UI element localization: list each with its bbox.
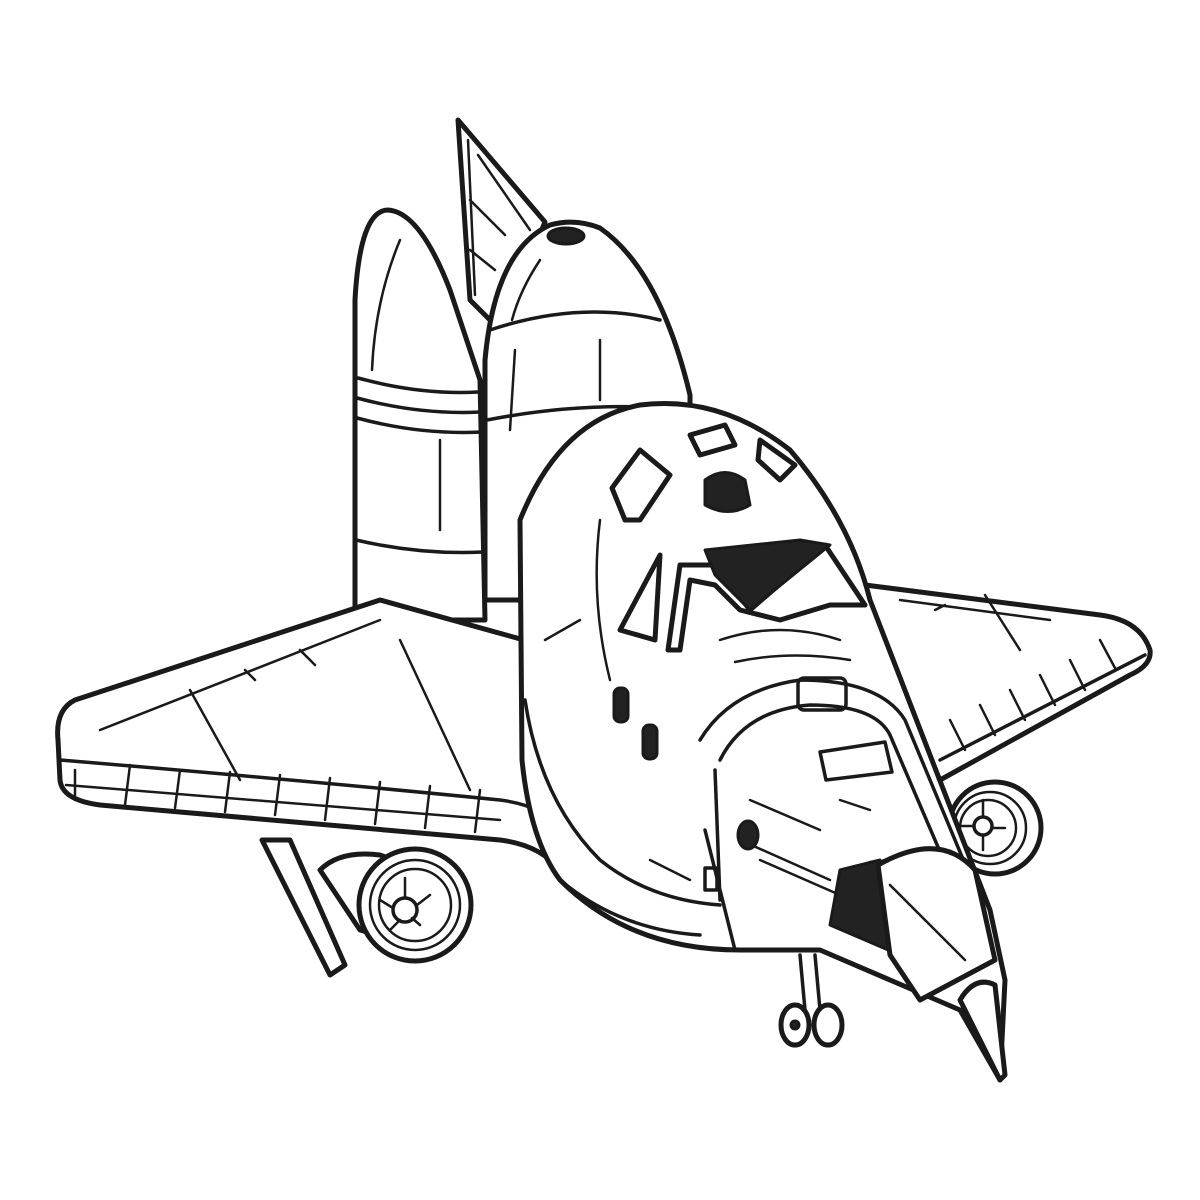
solid-rocket-booster xyxy=(352,207,488,623)
orbiter-fuselage xyxy=(517,400,1008,1083)
right-wing xyxy=(862,582,1153,783)
left-engine xyxy=(259,837,474,978)
nose-landing-gear xyxy=(778,953,845,1048)
